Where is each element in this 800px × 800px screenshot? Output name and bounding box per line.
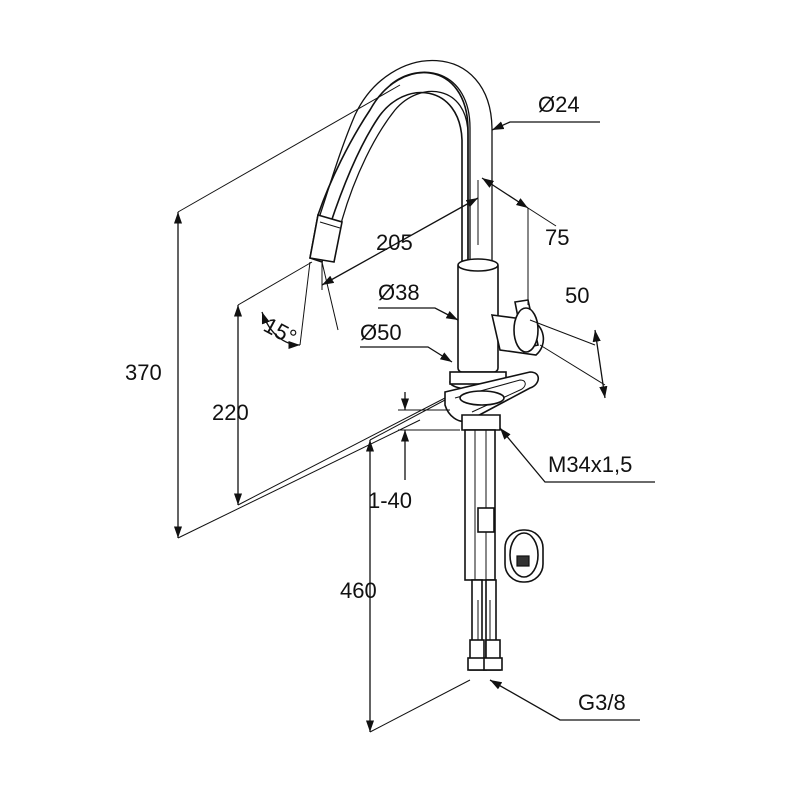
dim-base-diameter: Ø50: [360, 320, 402, 345]
faucet-column: [449, 258, 545, 391]
dim-handle-offset: 75: [545, 225, 569, 250]
dim-spout-height: 220: [212, 400, 249, 425]
dim-spout-diameter: Ø24: [538, 92, 580, 117]
dim-thread: M34x1,5: [548, 452, 632, 477]
dim-column-diameter: Ø38: [378, 280, 420, 305]
dim-connection: G3/8: [578, 690, 626, 715]
mounting-plate: [444, 371, 540, 431]
dim-handle-length: 50: [565, 283, 589, 308]
dim-spout-reach: 205: [376, 230, 413, 255]
supply-hoses: [464, 429, 544, 671]
dimension-lines: [173, 84, 655, 733]
dim-total-height: 370: [125, 360, 162, 385]
dim-hose-length: 460: [340, 578, 377, 603]
dim-mount-thickness: 1-40: [368, 488, 412, 513]
